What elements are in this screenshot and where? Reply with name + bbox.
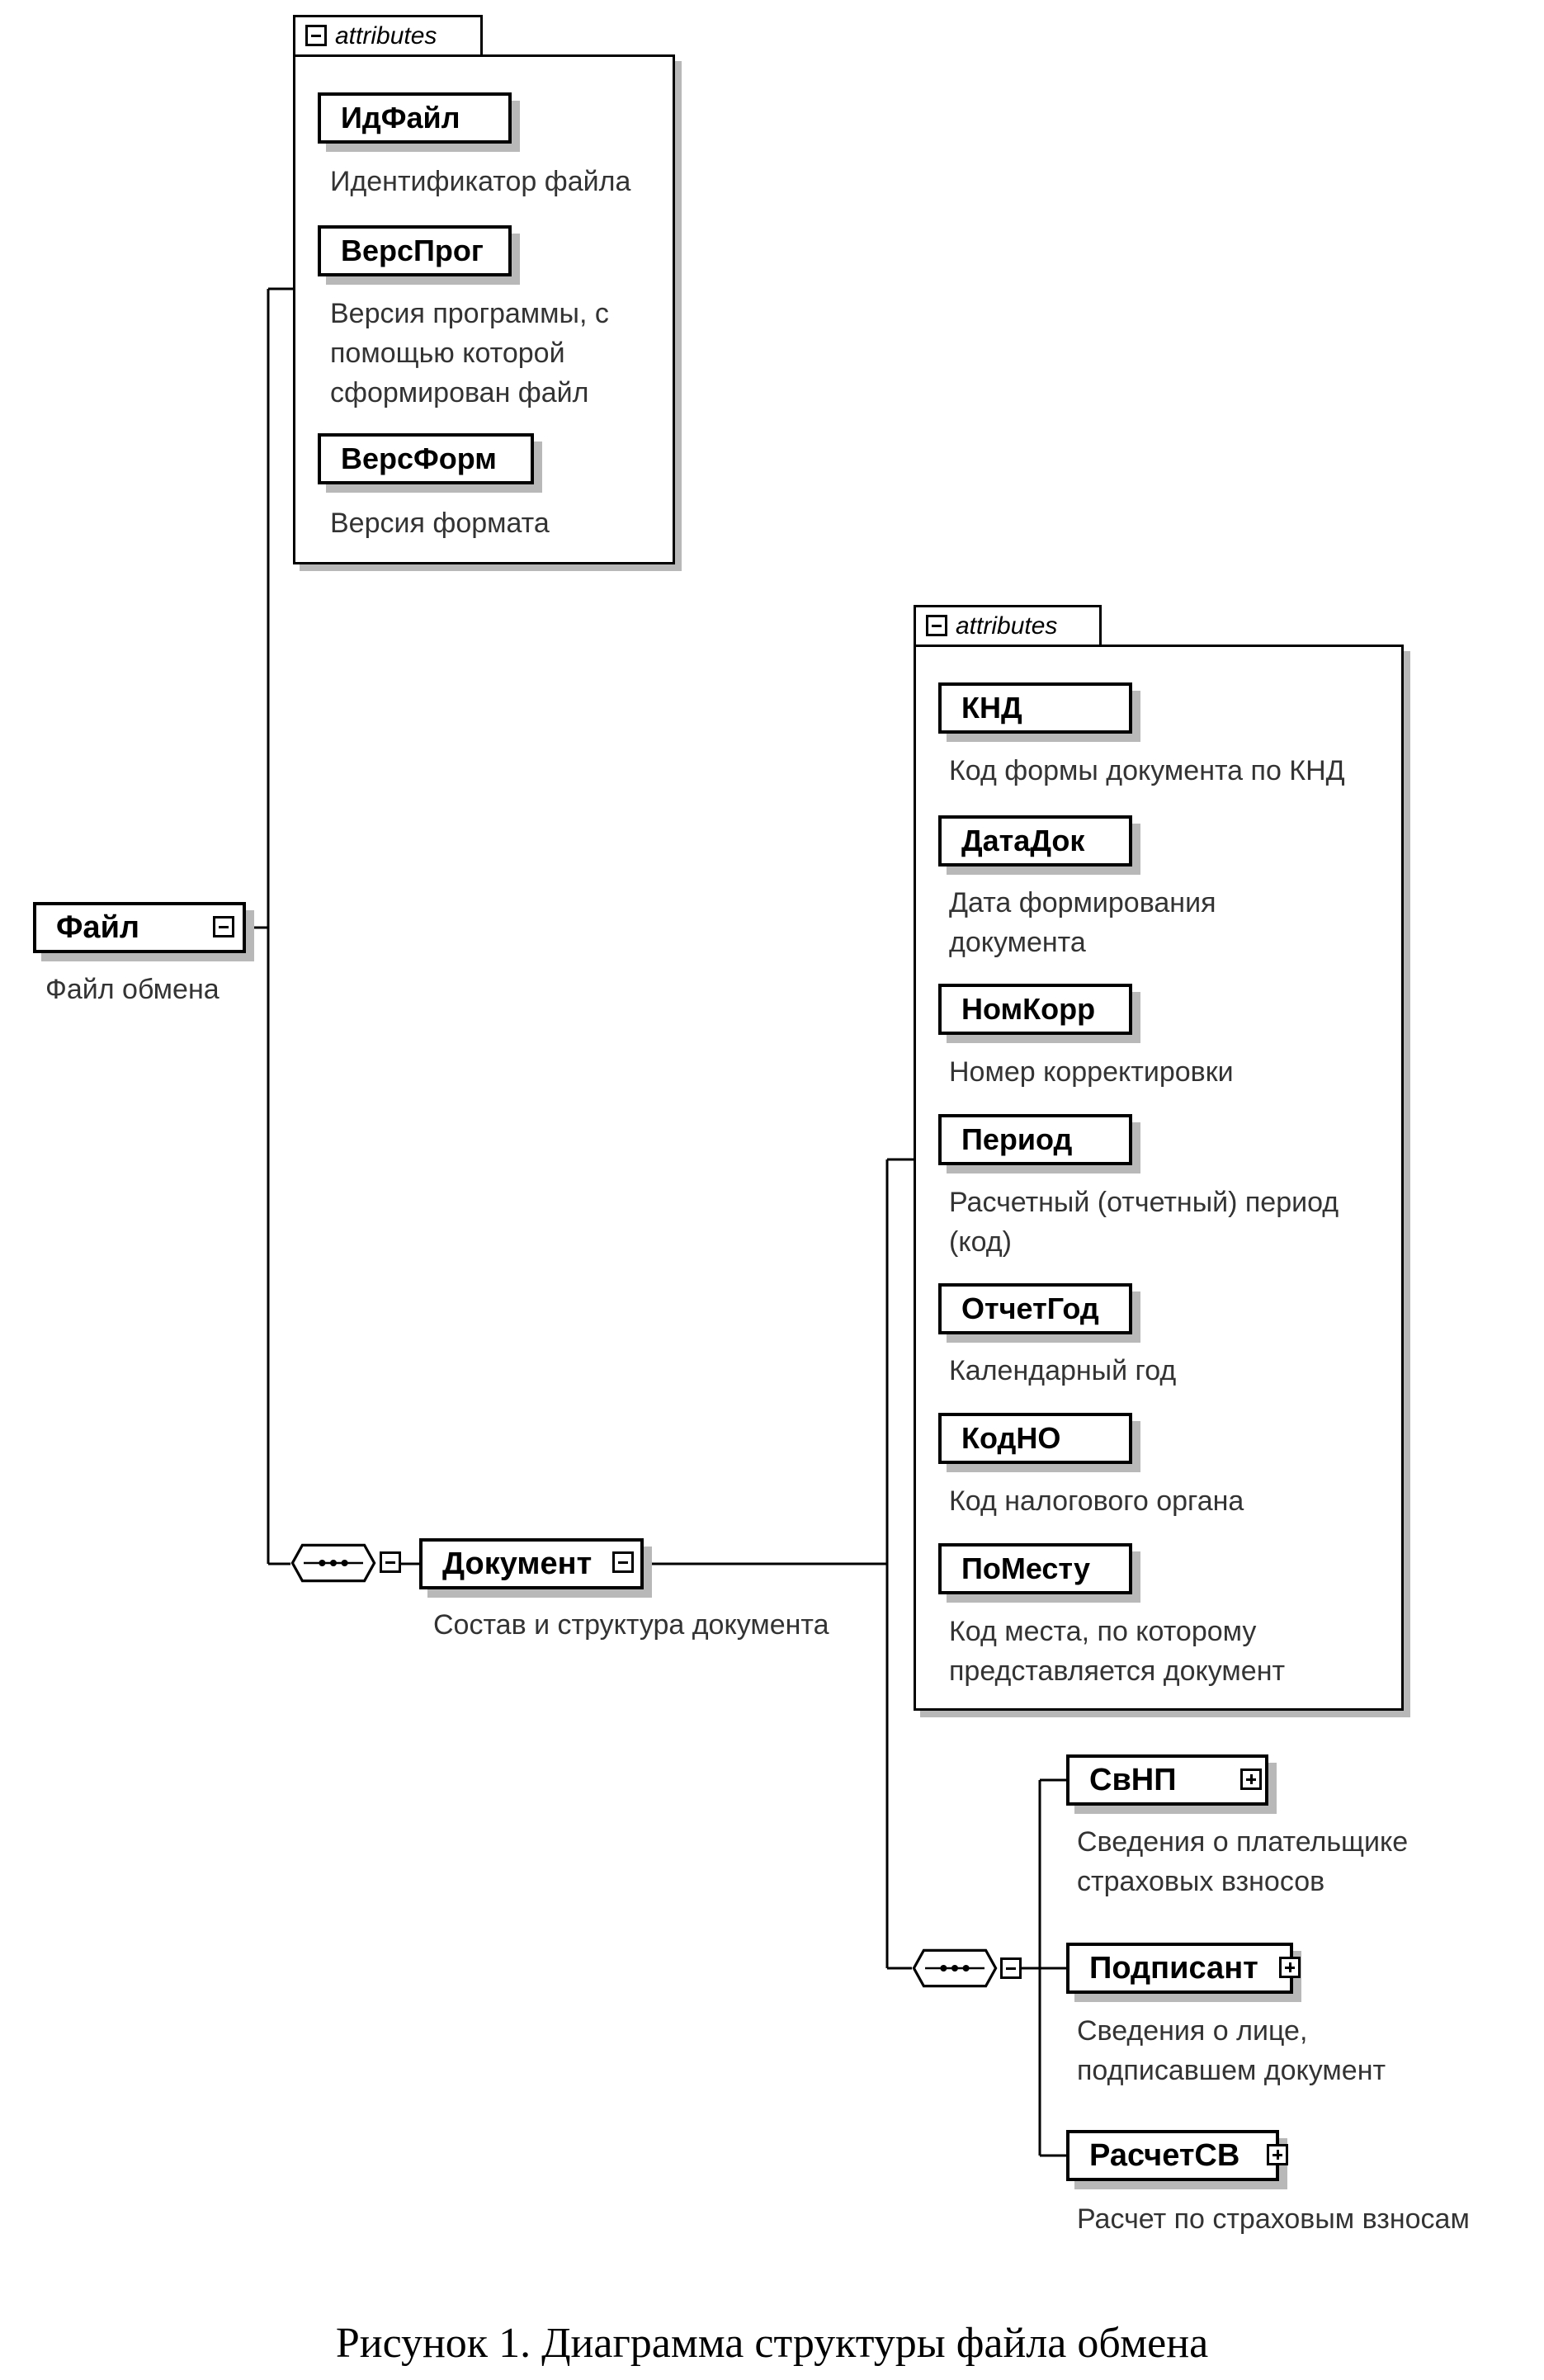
desc-line: сформирован файл	[330, 377, 589, 408]
desc-line: Расчет по страховым взносам	[1077, 2203, 1470, 2235]
attr-knd[interactable]: КНД	[938, 682, 1132, 734]
child-raschetsv[interactable]: РасчетСВ	[1066, 2130, 1279, 2181]
attr-label: ДатаДок	[961, 824, 1085, 857]
desc-line: Календарный год	[949, 1355, 1177, 1386]
desc-line: подписавшем документ	[1077, 2055, 1386, 2086]
root-element-node[interactable]: Файл	[33, 902, 246, 953]
attr-label: Период	[961, 1122, 1073, 1156]
attr-idfile[interactable]: ИдФайл	[318, 92, 512, 144]
attr-label: КодНО	[961, 1421, 1061, 1455]
desc-line: документа	[949, 927, 1086, 958]
collapse-icon[interactable]	[380, 1551, 401, 1573]
attr-desc: Версия программы, с помощью которой сфор…	[330, 294, 609, 413]
collapse-icon[interactable]	[612, 1551, 634, 1573]
desc-line: (код)	[949, 1226, 1012, 1258]
sequence-icon[interactable]	[912, 1943, 998, 1993]
attr-desc: Идентификатор файла	[330, 162, 630, 201]
attr-desc: Расчетный (отчетный) период (код)	[949, 1183, 1339, 1262]
collapse-icon[interactable]	[1000, 1957, 1022, 1979]
attr-desc: Номер корректировки	[949, 1052, 1234, 1092]
desc-line: Код формы документа по КНД	[949, 755, 1345, 786]
attr-versprog[interactable]: ВерсПрог	[318, 225, 512, 276]
desc-line: Сведения о плательщике	[1077, 1826, 1409, 1858]
attr-label: ПоМесту	[961, 1551, 1090, 1585]
attr-desc: Код формы документа по КНД	[949, 751, 1345, 791]
attr-nomkorr[interactable]: НомКорр	[938, 984, 1132, 1035]
desc-line: Расчетный (отчетный) период	[949, 1187, 1339, 1218]
collapse-icon[interactable]	[213, 916, 234, 937]
expand-icon[interactable]	[1279, 1957, 1301, 1978]
attr-label: НомКорр	[961, 992, 1096, 1026]
expand-icon[interactable]	[1240, 1768, 1262, 1790]
root-element-desc: Файл обмена	[45, 974, 220, 1005]
document-desc: Состав и структура документа	[433, 1609, 829, 1641]
figure-caption: Рисунок 1. Диаграмма структуры файла обм…	[335, 2320, 1209, 2367]
attr-desc: Код налогового органа	[949, 1481, 1244, 1521]
attr-datadok[interactable]: ДатаДок	[938, 815, 1132, 867]
desc-line: Дата формирования	[949, 887, 1216, 918]
document-label: Документ	[442, 1547, 593, 1581]
child-label: СвНП	[1089, 1763, 1177, 1797]
attributes-tab-label: attributes	[335, 22, 437, 50]
desc-line: Код налогового органа	[949, 1485, 1244, 1517]
root-element-label: Файл	[56, 910, 140, 945]
child-desc: Сведения о лице, подписавшем документ	[1077, 2011, 1386, 2090]
attr-label: КНД	[961, 691, 1022, 725]
attr-desc: Версия формата	[330, 503, 550, 543]
attr-desc: Код места, по которому представляется до…	[949, 1612, 1285, 1691]
attr-label: ОтчетГод	[961, 1292, 1099, 1325]
attr-versform[interactable]: ВерсФорм	[318, 433, 534, 484]
expand-icon[interactable]	[1267, 2144, 1288, 2165]
attr-otchetgod[interactable]: ОтчетГод	[938, 1283, 1132, 1334]
attr-desc: Дата формирования документа	[949, 883, 1216, 962]
attr-label: ВерсПрог	[341, 234, 484, 267]
desc-line: Версия программы, с	[330, 298, 609, 329]
child-desc: Сведения о плательщике страховых взносов	[1077, 1822, 1408, 1901]
attr-label: ИдФайл	[341, 101, 460, 135]
document-node[interactable]: Документ	[419, 1538, 644, 1589]
attr-period[interactable]: Период	[938, 1114, 1132, 1165]
attr-desc: Календарный год	[949, 1351, 1176, 1391]
child-desc: Расчет по страховым взносам	[1077, 2199, 1470, 2239]
attributes-tab-label: attributes	[956, 612, 1058, 640]
collapse-icon[interactable]	[305, 25, 327, 46]
desc-line: представляется документ	[949, 1655, 1286, 1687]
desc-line: помощью которой	[330, 338, 565, 369]
collapse-icon[interactable]	[926, 615, 947, 636]
desc-line: Код места, по которому	[949, 1616, 1257, 1647]
child-podpisant[interactable]: Подписант	[1066, 1943, 1293, 1994]
sequence-icon[interactable]	[290, 1538, 376, 1588]
desc-line: Идентификатор файла	[330, 166, 631, 197]
child-label: Подписант	[1089, 1951, 1258, 1986]
desc-line: страховых взносов	[1077, 1866, 1325, 1897]
desc-line: Номер корректировки	[949, 1056, 1234, 1088]
attr-kodno[interactable]: КодНО	[938, 1413, 1132, 1464]
child-svnp[interactable]: СвНП	[1066, 1754, 1268, 1806]
desc-line: Сведения о лице,	[1077, 2015, 1308, 2047]
attr-pomestu[interactable]: ПоМесту	[938, 1543, 1132, 1594]
child-label: РасчетСВ	[1089, 2138, 1240, 2173]
desc-line: Версия формата	[330, 508, 550, 539]
attr-label: ВерсФорм	[341, 442, 497, 475]
